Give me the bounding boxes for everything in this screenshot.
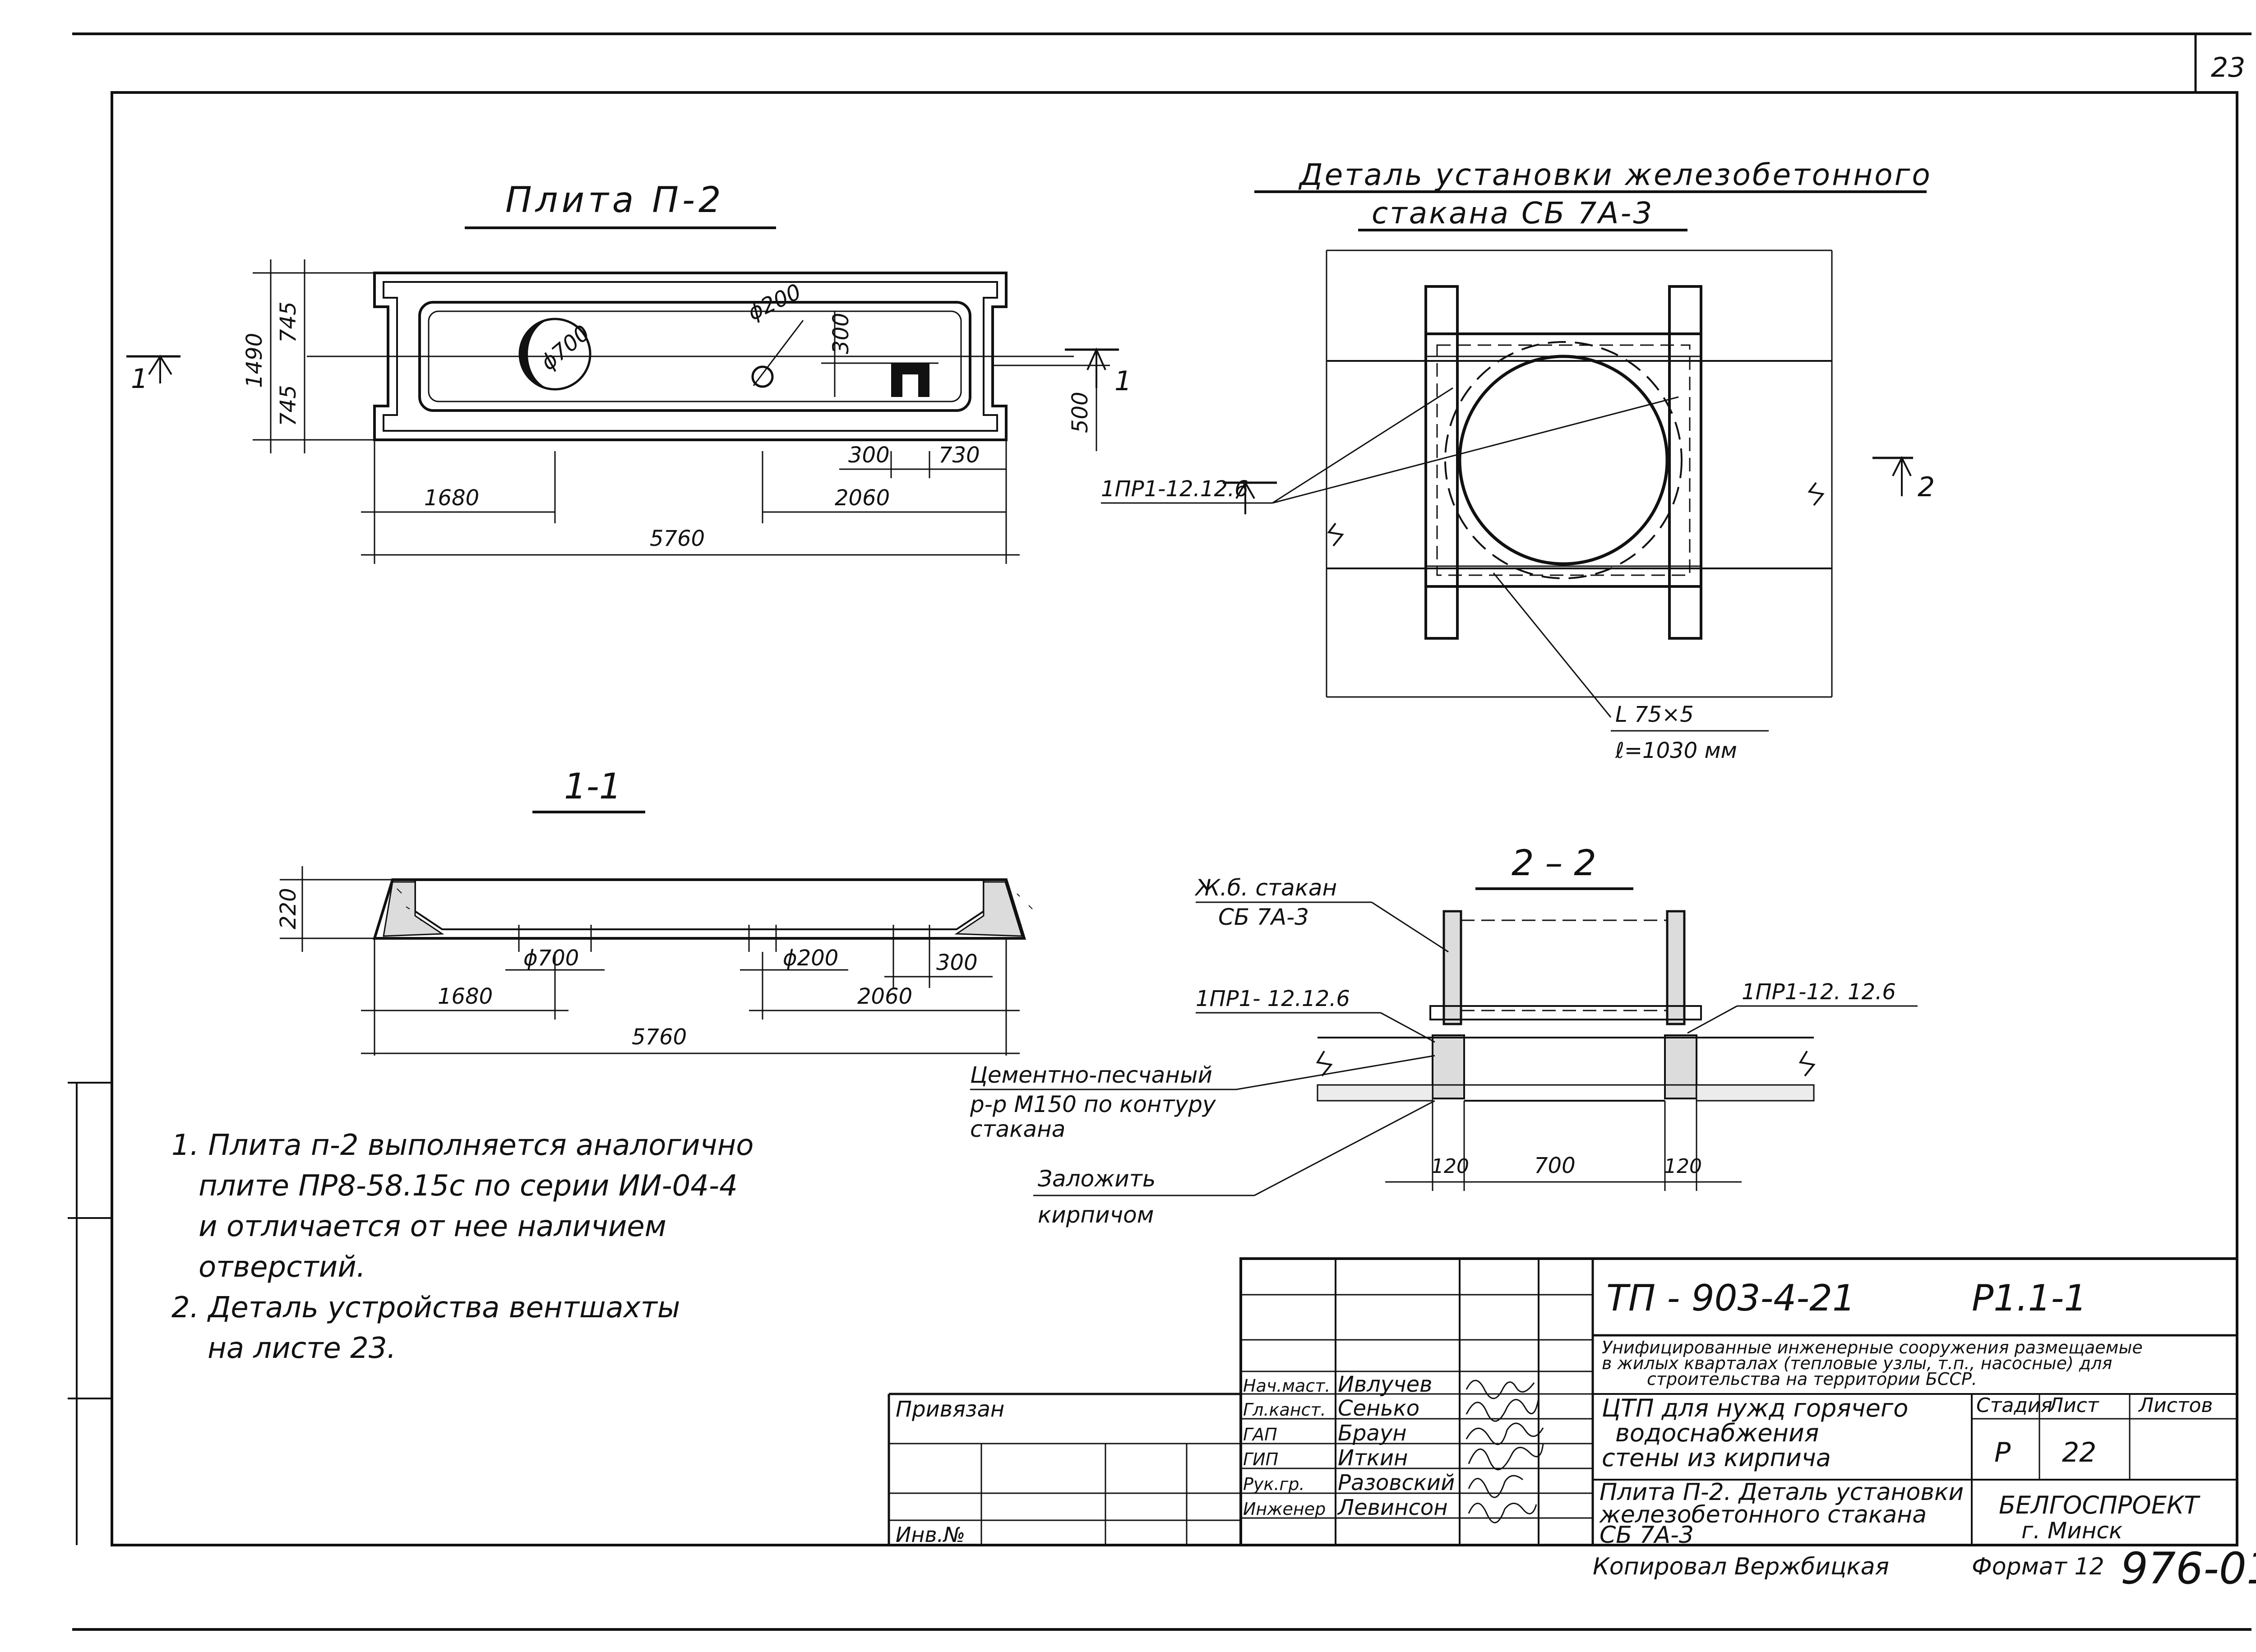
section22-dim-left: 120 — [1431, 1155, 1469, 1178]
stamp-drawing-2: железобетонного стакана — [1599, 1501, 1927, 1528]
stamp-format: Формат 12 — [1972, 1553, 2104, 1580]
stamp-stage: Р — [1994, 1437, 2011, 1468]
note-line-1: 1. Плита п-2 выполняется аналогично — [171, 1129, 754, 1162]
stamp-title-1: ЦТП для нужд горячего — [1602, 1394, 1908, 1422]
section22-label-pr-left: 1ПР1- 12.12.6 — [1196, 986, 1350, 1011]
plate-dim-1680: 1680 — [424, 485, 479, 511]
section22-label-brick-2: кирпичом — [1038, 1202, 1154, 1228]
stamp-copied: Копировал Вержбицкая — [1593, 1553, 1889, 1580]
stamp-title-3: стены из кирпича — [1602, 1444, 1831, 1472]
section22-label-pr-right: 1ПР1-12. 12.6 — [1742, 979, 1896, 1005]
plate-right-height: 500 — [1068, 392, 1093, 433]
sig-name-6: Левинсон — [1337, 1495, 1448, 1520]
stamp-sheet: 22 — [2062, 1437, 2096, 1468]
sig-name-1: Ивлучев — [1338, 1372, 1432, 1397]
note-line-5: 2. Деталь устройства вентшахты — [171, 1291, 680, 1324]
title-block: ТП - 903-4-21 Р1.1-1 Унифицированные инж… — [888, 1257, 2256, 1594]
stamp-project-3: строительства на территории БССР. — [1647, 1369, 1977, 1389]
section11-title: 1-1 — [564, 766, 621, 807]
detail-plan: Деталь установки железобетонного стакана… — [1101, 157, 1935, 763]
section11-dim-5760: 5760 — [632, 1024, 687, 1050]
sig-name-5: Разовский — [1338, 1470, 1455, 1495]
detail-section-mark: 2 — [1918, 471, 1935, 503]
section-2-2: 2 – 2 Ж.б. стакан СБ 7А-3 1ПР1- 12.12.6 … — [970, 843, 1918, 1228]
sig-name-3: Браун — [1338, 1421, 1407, 1446]
stamp-number: 976-01 — [2121, 1543, 2256, 1594]
section22-label-mortar-3: стакана — [970, 1116, 1065, 1142]
stamp-attached: Привязан — [896, 1397, 1004, 1422]
detail-label-angle: L 75×5 — [1615, 702, 1694, 727]
section22-label-glass: Ж.б. стакан — [1194, 875, 1337, 901]
section11-hole-small: ϕ200 — [783, 946, 838, 971]
hole-large-label: ϕ700 — [536, 320, 595, 375]
signature-scribbles — [1465, 1380, 1544, 1523]
section11-dim-2060: 2060 — [857, 984, 912, 1009]
stamp-inv: Инв.№ — [896, 1523, 965, 1547]
note-line-6: на листе 23. — [208, 1332, 396, 1365]
sig-role-1: Нач.маст. — [1243, 1376, 1330, 1396]
stamp-drawing-3: СБ 7А-3 — [1600, 1522, 1694, 1549]
stamp-project-2: в жилых кварталах (тепловые узлы, т.п., … — [1602, 1353, 2112, 1373]
section22-title: 2 – 2 — [1512, 843, 1596, 884]
plate-dim-730: 730 — [938, 443, 980, 468]
section-mark-left: 1 — [131, 363, 148, 395]
sig-role-2: Гл.канст. — [1243, 1400, 1326, 1420]
stamp-doc-code: ТП - 903-4-21 — [1606, 1277, 1855, 1319]
hole-small-label: ϕ200 — [744, 279, 805, 326]
stamp-sheets-header: Листов — [2138, 1394, 2213, 1417]
sig-name-4: Иткин — [1338, 1445, 1408, 1471]
stamp-stage-header: Стадия — [1976, 1394, 2053, 1417]
section22-dim-mid: 700 — [1534, 1153, 1576, 1178]
detail-label-pr: 1ПР1-12.12.6 — [1101, 476, 1248, 502]
stamp-sheet-header: Лист — [2048, 1394, 2099, 1417]
sig-role-3: ГАП — [1243, 1425, 1277, 1444]
section11-height: 220 — [276, 888, 301, 929]
plate-dim-5760: 5760 — [650, 526, 705, 551]
note-line-4: отверстий. — [199, 1251, 365, 1284]
section22-label-brick-1: Заложить — [1038, 1166, 1156, 1192]
plate-dim-300: 300 — [848, 443, 890, 468]
section11-dim-300: 300 — [936, 950, 978, 975]
sig-role-6: Инженер — [1243, 1499, 1326, 1519]
section11-dim-1680: 1680 — [438, 984, 493, 1009]
section22-label-glass-2: СБ 7А-3 — [1218, 904, 1309, 930]
note-line-3: и отличается от нее наличием — [199, 1210, 666, 1243]
detail-title-1: Деталь установки железобетонного — [1298, 157, 1932, 192]
stamp-drawing-1: Плита П-2. Деталь установки — [1600, 1479, 1964, 1506]
stamp-sheet-code: Р1.1-1 — [1972, 1277, 2087, 1319]
detail-label-length: ℓ=1030 мм — [1615, 738, 1737, 763]
page-frame — [68, 32, 2251, 1631]
section11-hole-large: ϕ700 — [523, 946, 579, 971]
notes: 1. Плита п-2 выполняется аналогично плит… — [171, 1129, 754, 1365]
stamp-title-2: водоснабжения — [1615, 1419, 1819, 1447]
sig-name-2: Сенько — [1338, 1396, 1419, 1421]
page-number: 23 — [2211, 52, 2245, 83]
note-line-2: плите ПР8-58.15с по серии ИИ-04-4 — [199, 1169, 738, 1203]
plate-height-top: 745 — [276, 301, 301, 343]
section22-dim-right: 120 — [1664, 1155, 1702, 1178]
hole-small — [751, 365, 774, 388]
hole-offset-label: 300 — [828, 313, 854, 354]
plate-height-total: 1490 — [242, 333, 267, 388]
section-mark-right: 1 — [1114, 365, 1132, 397]
plate-plan: Плита П-2 ϕ700 ϕ200 300 1490 745 745 500 — [126, 180, 1132, 564]
stamp-project-1: Унифицированные инженерные сооружения ра… — [1602, 1338, 2143, 1357]
plate-dim-2060: 2060 — [835, 485, 890, 511]
sig-role-5: Рук.гр. — [1243, 1474, 1305, 1494]
section-1-1: 1-1 220 ϕ700 ϕ200 300 1680 2060 5760 — [276, 766, 1033, 1056]
detail-title-2: стакана СБ 7А-3 — [1372, 196, 1654, 231]
sig-role-4: ГИП — [1243, 1449, 1278, 1469]
stamp-org-2: г. Минск — [2021, 1518, 2122, 1544]
section22-label-mortar-1: Цементно-песчаный — [970, 1062, 1212, 1088]
stamp-org-1: БЕЛГОСПРОЕКТ — [1999, 1491, 2201, 1519]
section22-label-mortar-2: р-р М150 по контуру — [970, 1091, 1216, 1117]
plate-height-bottom: 745 — [276, 385, 301, 426]
plate-title: Плита П-2 — [505, 180, 725, 221]
